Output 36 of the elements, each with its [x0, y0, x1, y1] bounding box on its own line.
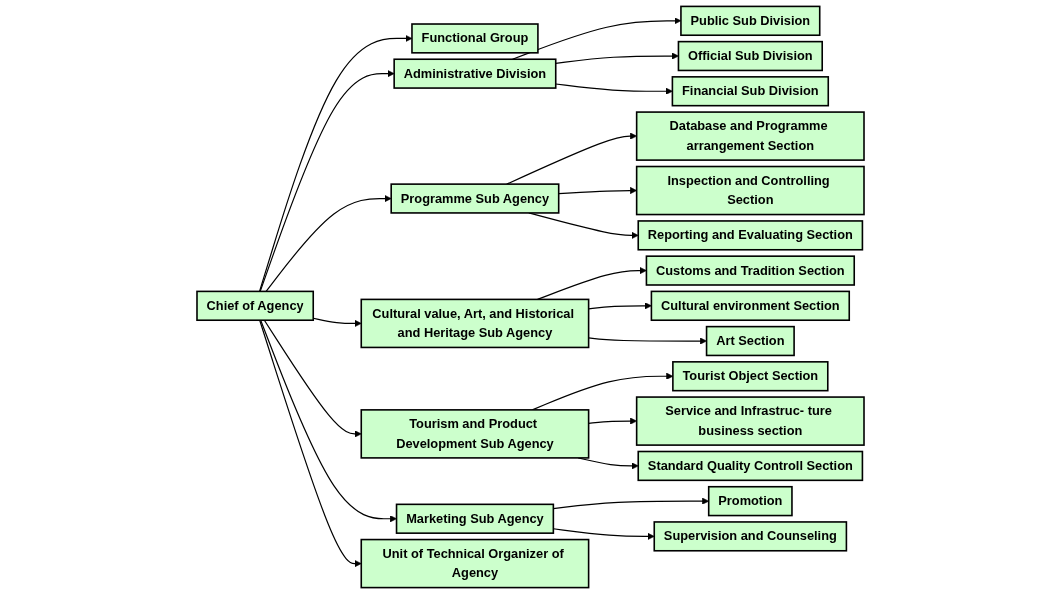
- arrow: [558, 187, 637, 195]
- node-box: Art Section: [705, 325, 795, 357]
- node-box: Supervision and Counseling: [653, 521, 848, 552]
- node-box: Reporting and Evaluating Section: [637, 220, 864, 251]
- node-box: Database and Programme arrangement Section: [635, 111, 865, 161]
- arrow: [588, 337, 707, 345]
- node-box: Standard Quality Controll Section: [637, 450, 864, 482]
- arrow: [263, 319, 362, 438]
- node-box: Cultural environment Section: [650, 290, 851, 322]
- arrow: [536, 267, 647, 300]
- node-box: Cultural value, Art, and Historical and Heritage Sub Agency: [360, 298, 590, 349]
- arrow: [555, 83, 673, 95]
- arrow: [260, 319, 397, 523]
- node-box: Customs and Tradition Section: [645, 255, 856, 286]
- arrow: [259, 70, 395, 292]
- node-box: Inspection and Controlling Section: [635, 165, 865, 216]
- arrow: [506, 132, 637, 185]
- node-box: Tourist Object Section: [672, 361, 829, 392]
- arrow: [588, 302, 652, 310]
- arrow: [588, 417, 637, 425]
- node-box: Service and Infrastruc- ture business section: [635, 396, 865, 446]
- node-box: Financial Sub Division: [671, 76, 830, 107]
- arrow: [555, 52, 679, 64]
- arrow: [312, 317, 362, 327]
- node-box: Chief of Agency: [196, 290, 315, 322]
- node-box: Unit of Technical Organizer of Agency: [360, 538, 590, 589]
- node-box: Functional Group: [411, 23, 539, 54]
- node-box: Official Sub Division: [677, 40, 823, 72]
- node-box: Public Sub Division: [680, 5, 821, 36]
- node-box: Tourism and Product Development Sub Agency: [360, 409, 590, 459]
- node-box: Marketing Sub Agency: [395, 503, 555, 534]
- node-box: Promotion: [707, 485, 793, 517]
- arrow: [259, 319, 362, 568]
- node-box: Programme Sub Agency: [390, 183, 560, 214]
- node-box: Administrative Division: [393, 58, 557, 89]
- arrow: [265, 195, 392, 292]
